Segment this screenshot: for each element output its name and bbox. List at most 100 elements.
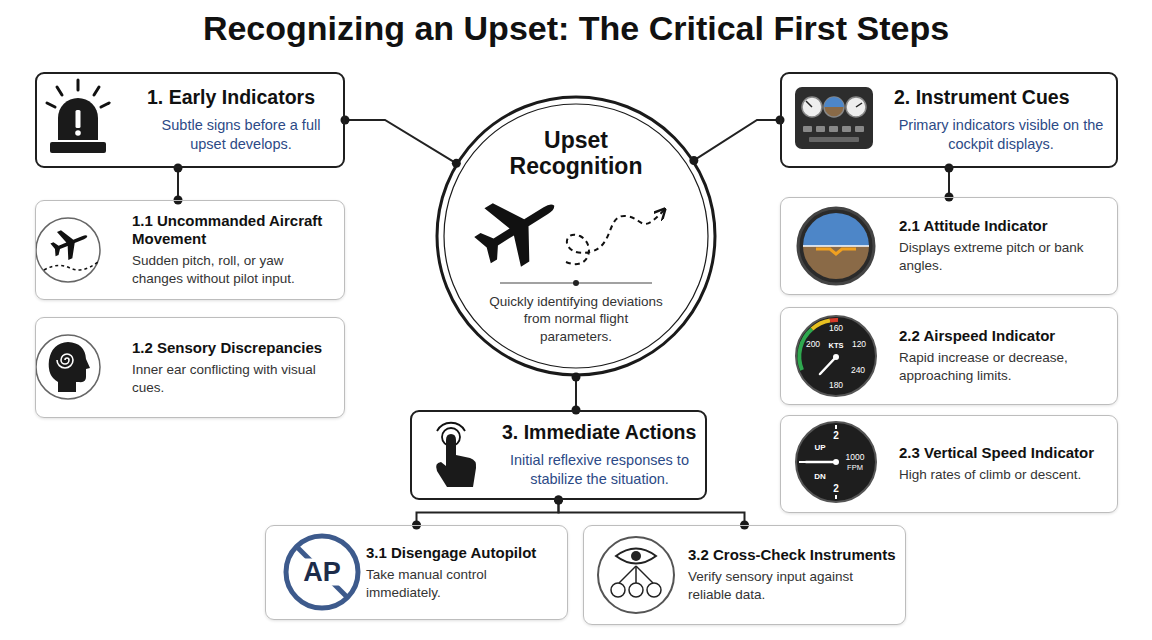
circle-ring [444, 104, 708, 368]
cockpit-panel-icon-part [855, 126, 864, 132]
category-box: 1. Early IndicatorsSubtle signs before a… [35, 72, 345, 168]
node-heading: 2.2 Airspeed Indicator [899, 327, 1109, 345]
airspeed-indicator-icon-part [812, 321, 830, 330]
node-description: Inner ear conflicting with visual cues. [132, 361, 336, 396]
siren-icon-part [94, 87, 99, 95]
connector-dot [341, 116, 350, 125]
node-heading: 1. Early Indicators [147, 86, 335, 109]
autopilot-off-icon-part [286, 536, 358, 608]
instrument-box: 2.1 Attitude IndicatorDisplays extreme p… [780, 197, 1118, 295]
dial-number: 200 [806, 340, 820, 349]
head-icon [36, 335, 100, 399]
hand-tap-icon-part [436, 434, 476, 487]
attitude-indicator-icon-part [816, 249, 856, 254]
vertical-speed-indicator-icon-part [833, 459, 839, 465]
airspeed-indicator-icon-part [796, 316, 876, 396]
vertical-speed-indicator-icon-part [796, 422, 876, 502]
connector-line [694, 120, 780, 160]
dial-number: 160 [829, 324, 843, 333]
head-icon-part [49, 342, 90, 392]
circle-ring [437, 97, 715, 375]
connector-dot [554, 496, 563, 505]
airspeed-indicator-icon-part [820, 357, 836, 374]
aircraft-movement-icon-part [36, 218, 100, 282]
dial-unit: FPM [847, 464, 863, 472]
cockpit-panel-icon-part [806, 101, 812, 107]
cockpit-panel-icon-part [829, 126, 838, 132]
upset-aircraft-illustration-part [566, 210, 664, 264]
central-circle: Upset RecognitionQuickly identifying dev… [435, 95, 717, 377]
node-heading: 2.3 Vertical Speed Indicator [899, 444, 1109, 462]
cockpit-panel-icon-part [803, 126, 812, 132]
node-heading: 2. Instrument Cues [894, 86, 1108, 109]
cross-check-icon-part [598, 537, 674, 613]
siren-icon [47, 80, 109, 153]
vertical-speed-indicator-icon [796, 422, 876, 502]
hand-tap-icon [436, 423, 476, 487]
dial-unit: DN [814, 473, 826, 481]
node-description: Quickly identifying deviations from norm… [489, 293, 664, 346]
connector-line [575, 377, 577, 410]
connector-line [345, 120, 456, 163]
node-heading: 3.1 Disengage Autopilot [366, 544, 559, 562]
cockpit-panel-icon-part [802, 97, 822, 117]
attitude-indicator-icon-part [803, 245, 869, 247]
cockpit-panel-icon-part [846, 97, 866, 117]
vertical-speed-indicator-icon-part [835, 495, 837, 499]
siren-icon-part [47, 103, 55, 107]
cross-check-icon-part [611, 583, 625, 597]
cross-check-icon [598, 537, 674, 613]
node-description: Primary indicators visible on the cockpi… [894, 116, 1108, 154]
cross-check-icon-part [619, 566, 636, 583]
upset-aircraft-illustration [464, 176, 664, 286]
cross-check-icon-part [616, 549, 656, 564]
category-box: 3. Immediate ActionsInitial reflexive re… [410, 410, 707, 500]
instrument-box: 2.3 Vertical Speed IndicatorHigh rates o… [780, 415, 1118, 513]
connector-dot [945, 164, 954, 173]
instrument-box: 2.2 Airspeed IndicatorRapid increase or … [780, 307, 1118, 405]
connector-dot [174, 164, 183, 173]
cockpit-panel-icon-part [842, 126, 851, 132]
siren-icon-part [50, 142, 106, 153]
aircraft-movement-icon [36, 218, 100, 282]
cross-check-icon-part [647, 583, 661, 597]
aircraft-movement-icon-part [44, 262, 98, 270]
dial-number: 180 [829, 381, 843, 390]
siren-icon-part [57, 87, 62, 95]
connector-line [177, 168, 179, 200]
node-description: Take manual control immediately. [366, 566, 559, 601]
node-description: Verify sensory input against reliable da… [688, 568, 897, 603]
cross-check-icon-part [635, 566, 637, 583]
vertical-speed-indicator-icon-part [806, 461, 836, 464]
upset-aircraft-illustration-part [464, 176, 572, 279]
cockpit-panel-icon-part [795, 87, 873, 149]
attitude-indicator-icon [798, 208, 874, 284]
dial-number: 240 [851, 366, 865, 375]
siren-icon-part [58, 98, 98, 140]
node-heading: 3. Immediate Actions [502, 421, 697, 444]
cross-check-icon-part [629, 583, 643, 597]
action-box: 3.2 Cross-Check InstrumentsVerify sensor… [583, 525, 906, 625]
connector-line [417, 500, 559, 525]
connector-dot [554, 496, 563, 505]
dial-unit: UP [814, 444, 825, 452]
cross-check-icon-part [636, 566, 653, 583]
vertical-speed-indicator-icon-part [835, 425, 837, 429]
autopilot-symbol-text: AP [301, 559, 343, 586]
indicator-box: 1.1 Uncommanded Aircraft MovementSudden … [35, 200, 345, 300]
siren-icon-part [75, 130, 81, 136]
node-description: High rates of climb or descent. [899, 466, 1109, 484]
cockpit-panel-icon-part [856, 103, 862, 107]
attitude-indicator-icon-part [798, 208, 874, 284]
illustration-part-part [800, 246, 872, 282]
airspeed-indicator-icon-part [833, 354, 839, 360]
illustration-part [800, 210, 872, 282]
category-box: 2. Instrument CuesPrimary indicators vis… [780, 72, 1118, 168]
upset-aircraft-illustration-part [573, 280, 579, 286]
siren-icon-part [101, 103, 109, 107]
airspeed-indicator-icon-part [830, 318, 838, 323]
node-heading: 1.1 Uncommanded Aircraft Movement [132, 212, 336, 248]
autopilot-off-icon [286, 536, 358, 608]
diagram-title: Recognizing an Upset: The Critical First… [0, 9, 1152, 48]
node-heading: 3.2 Cross-Check Instruments [688, 546, 897, 564]
